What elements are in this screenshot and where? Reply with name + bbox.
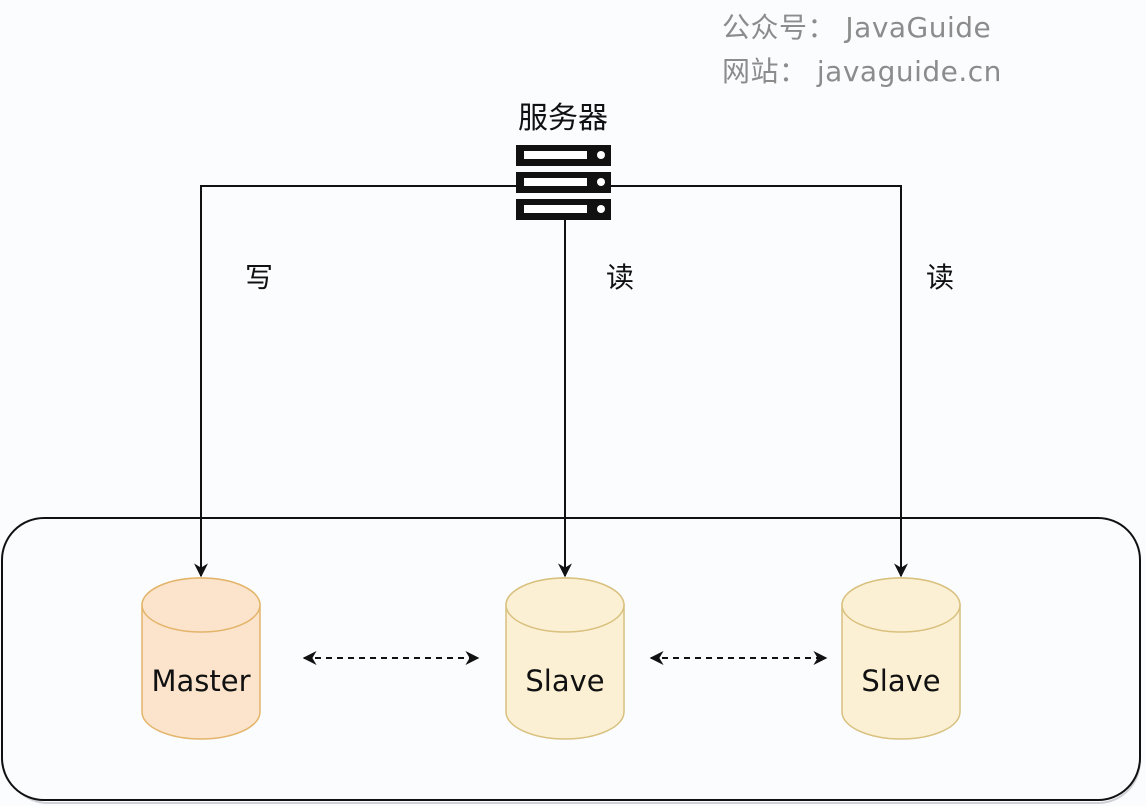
- watermark-wechat: 公众号： JavaGuide: [722, 11, 992, 44]
- database-label-slave-1: Slave: [525, 664, 604, 698]
- server-label: 服务器: [518, 101, 608, 136]
- database-label-master: Master: [151, 664, 250, 698]
- edge-label-write: 写: [245, 261, 273, 294]
- watermark-website: 网站： javaguide.cn: [722, 55, 1002, 88]
- write-edge-master: [194, 185, 516, 578]
- database-master[interactable]: Master: [141, 577, 261, 740]
- edge-label-read-2: 读: [926, 261, 954, 294]
- database-top: [505, 577, 625, 633]
- database-slave-1[interactable]: Slave: [505, 577, 625, 740]
- edge-label-read-1: 读: [606, 261, 634, 294]
- database-label-slave-2: Slave: [861, 664, 940, 698]
- database-top: [841, 577, 961, 633]
- server-icon: [516, 145, 611, 220]
- database-slave-2[interactable]: Slave: [841, 577, 961, 740]
- read-edge-slave-2: [611, 185, 908, 578]
- database-top: [141, 577, 261, 633]
- connections: [194, 185, 908, 578]
